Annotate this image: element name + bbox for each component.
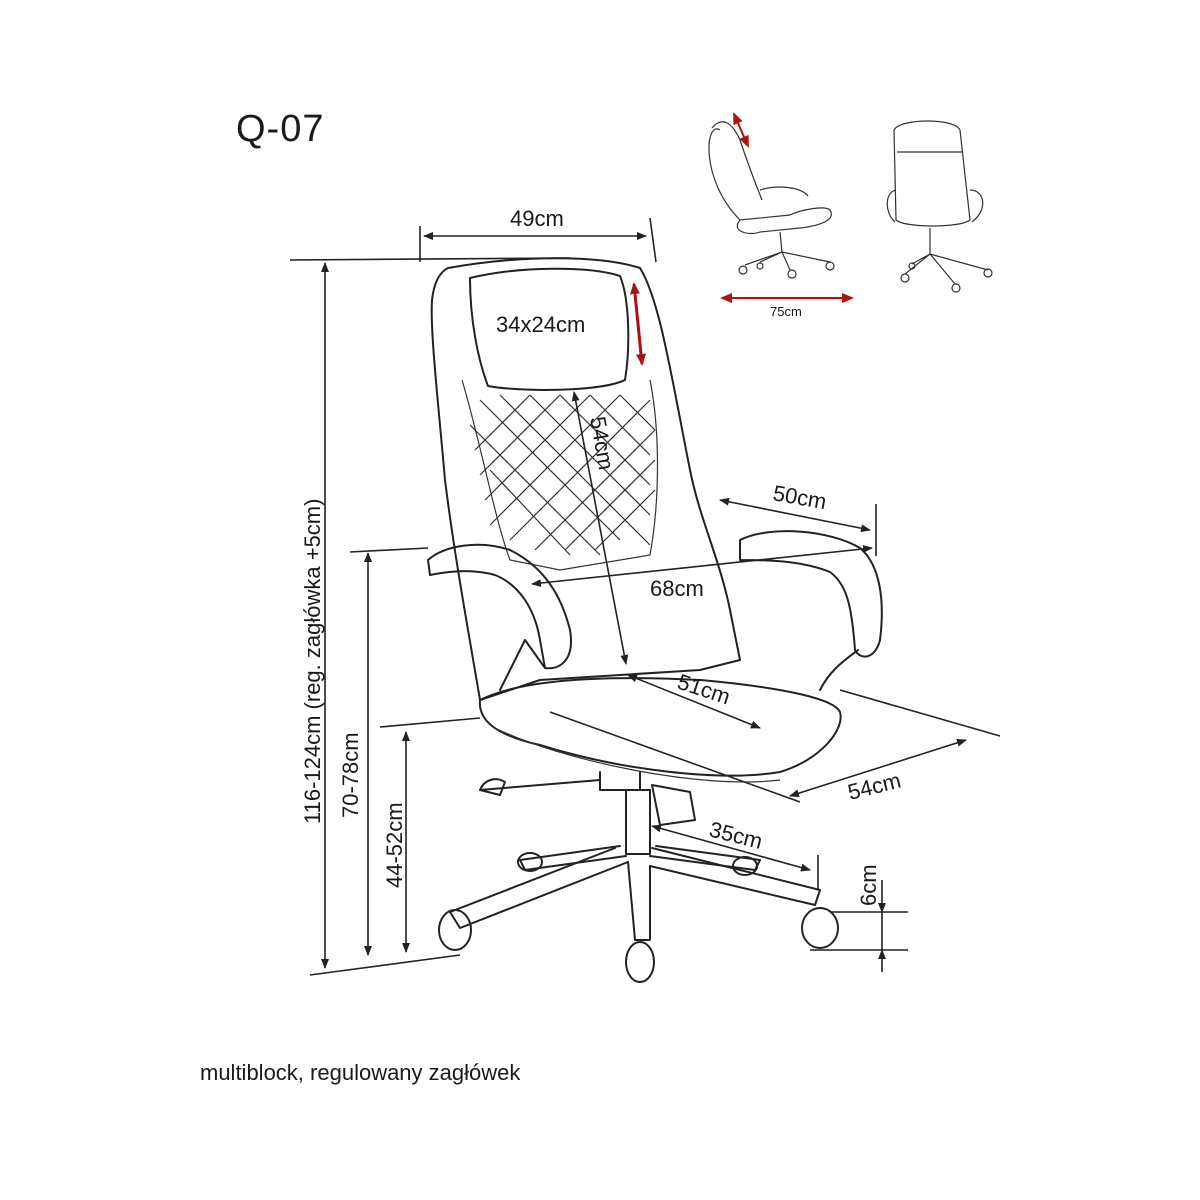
label-total-height: 116-124cm (reg. zagłówka +5cm) (300, 499, 325, 824)
headrest-adjust-arrow (630, 282, 646, 366)
chair-outline (427, 257, 883, 983)
label-recline-depth: 75cm (770, 304, 802, 319)
label-seat-width: 54cm (845, 768, 903, 805)
product-caption: multiblock, regulowany zagłówek (200, 1060, 521, 1085)
label-armrest-height: 70-78cm (338, 732, 363, 818)
label-width-total: 68cm (650, 576, 704, 601)
label-seat-depth: 51cm (674, 669, 733, 709)
label-armrest-depth: 50cm (771, 480, 828, 514)
back-view-thumbnail (886, 120, 993, 293)
label-headrest-size: 34x24cm (496, 312, 585, 337)
label-backrest-width: 49cm (510, 206, 564, 231)
dimension-labels: 49cm 34x24cm 54cm 50cm 68cm 51cm 54cm 35… (300, 206, 903, 906)
label-wheel-height: 6cm (856, 864, 881, 906)
side-view-thumbnail: 75cm (708, 112, 854, 319)
label-seat-height: 44-52cm (382, 802, 407, 888)
model-title: Q-07 (236, 108, 325, 150)
dimension-lines (289, 217, 1001, 976)
label-backrest-height: 54cm (585, 415, 619, 472)
label-base-radius: 35cm (707, 817, 765, 854)
